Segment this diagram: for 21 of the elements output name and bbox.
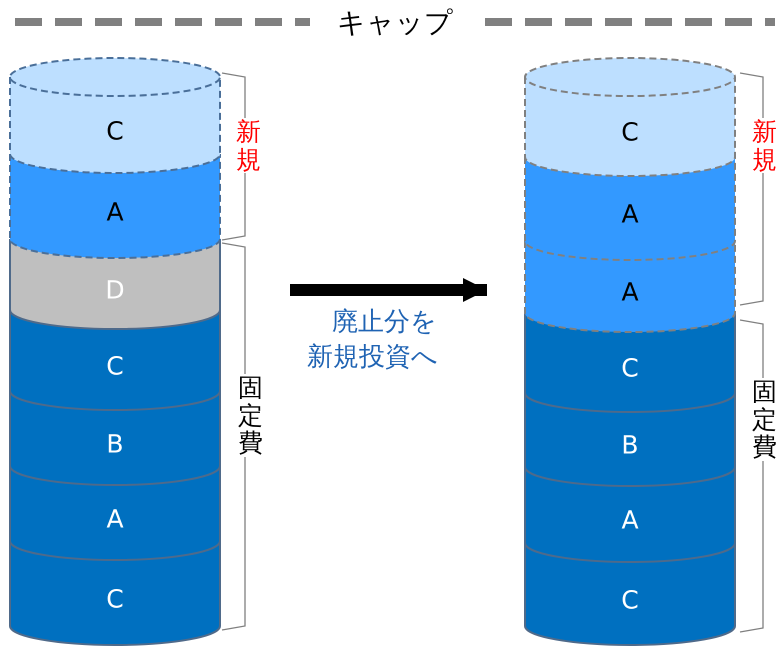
segment-label: B <box>621 432 639 458</box>
segment-label: C <box>621 587 639 612</box>
segment-label: D <box>105 277 125 302</box>
segment-label: C <box>106 118 124 144</box>
segment-label: A <box>621 202 639 227</box>
segment-label: A <box>621 508 639 533</box>
cylinder-segment <box>525 58 735 176</box>
segment-label: B <box>106 431 124 456</box>
bracket-label: 新規 <box>752 118 777 173</box>
arrow <box>290 278 487 302</box>
bracket-label: 固定費 <box>238 374 263 456</box>
segment-label: A <box>106 506 124 532</box>
segment-label: C <box>106 586 124 612</box>
segment-label: C <box>621 356 639 381</box>
bracket-label: 新規 <box>236 118 261 173</box>
segment-label: A <box>106 199 124 224</box>
cylinder-segment <box>10 58 220 173</box>
segment-label: C <box>106 353 124 378</box>
bracket-label: 固定費 <box>752 378 777 460</box>
segment-label: C <box>621 120 639 145</box>
segment-label: A <box>621 280 639 305</box>
